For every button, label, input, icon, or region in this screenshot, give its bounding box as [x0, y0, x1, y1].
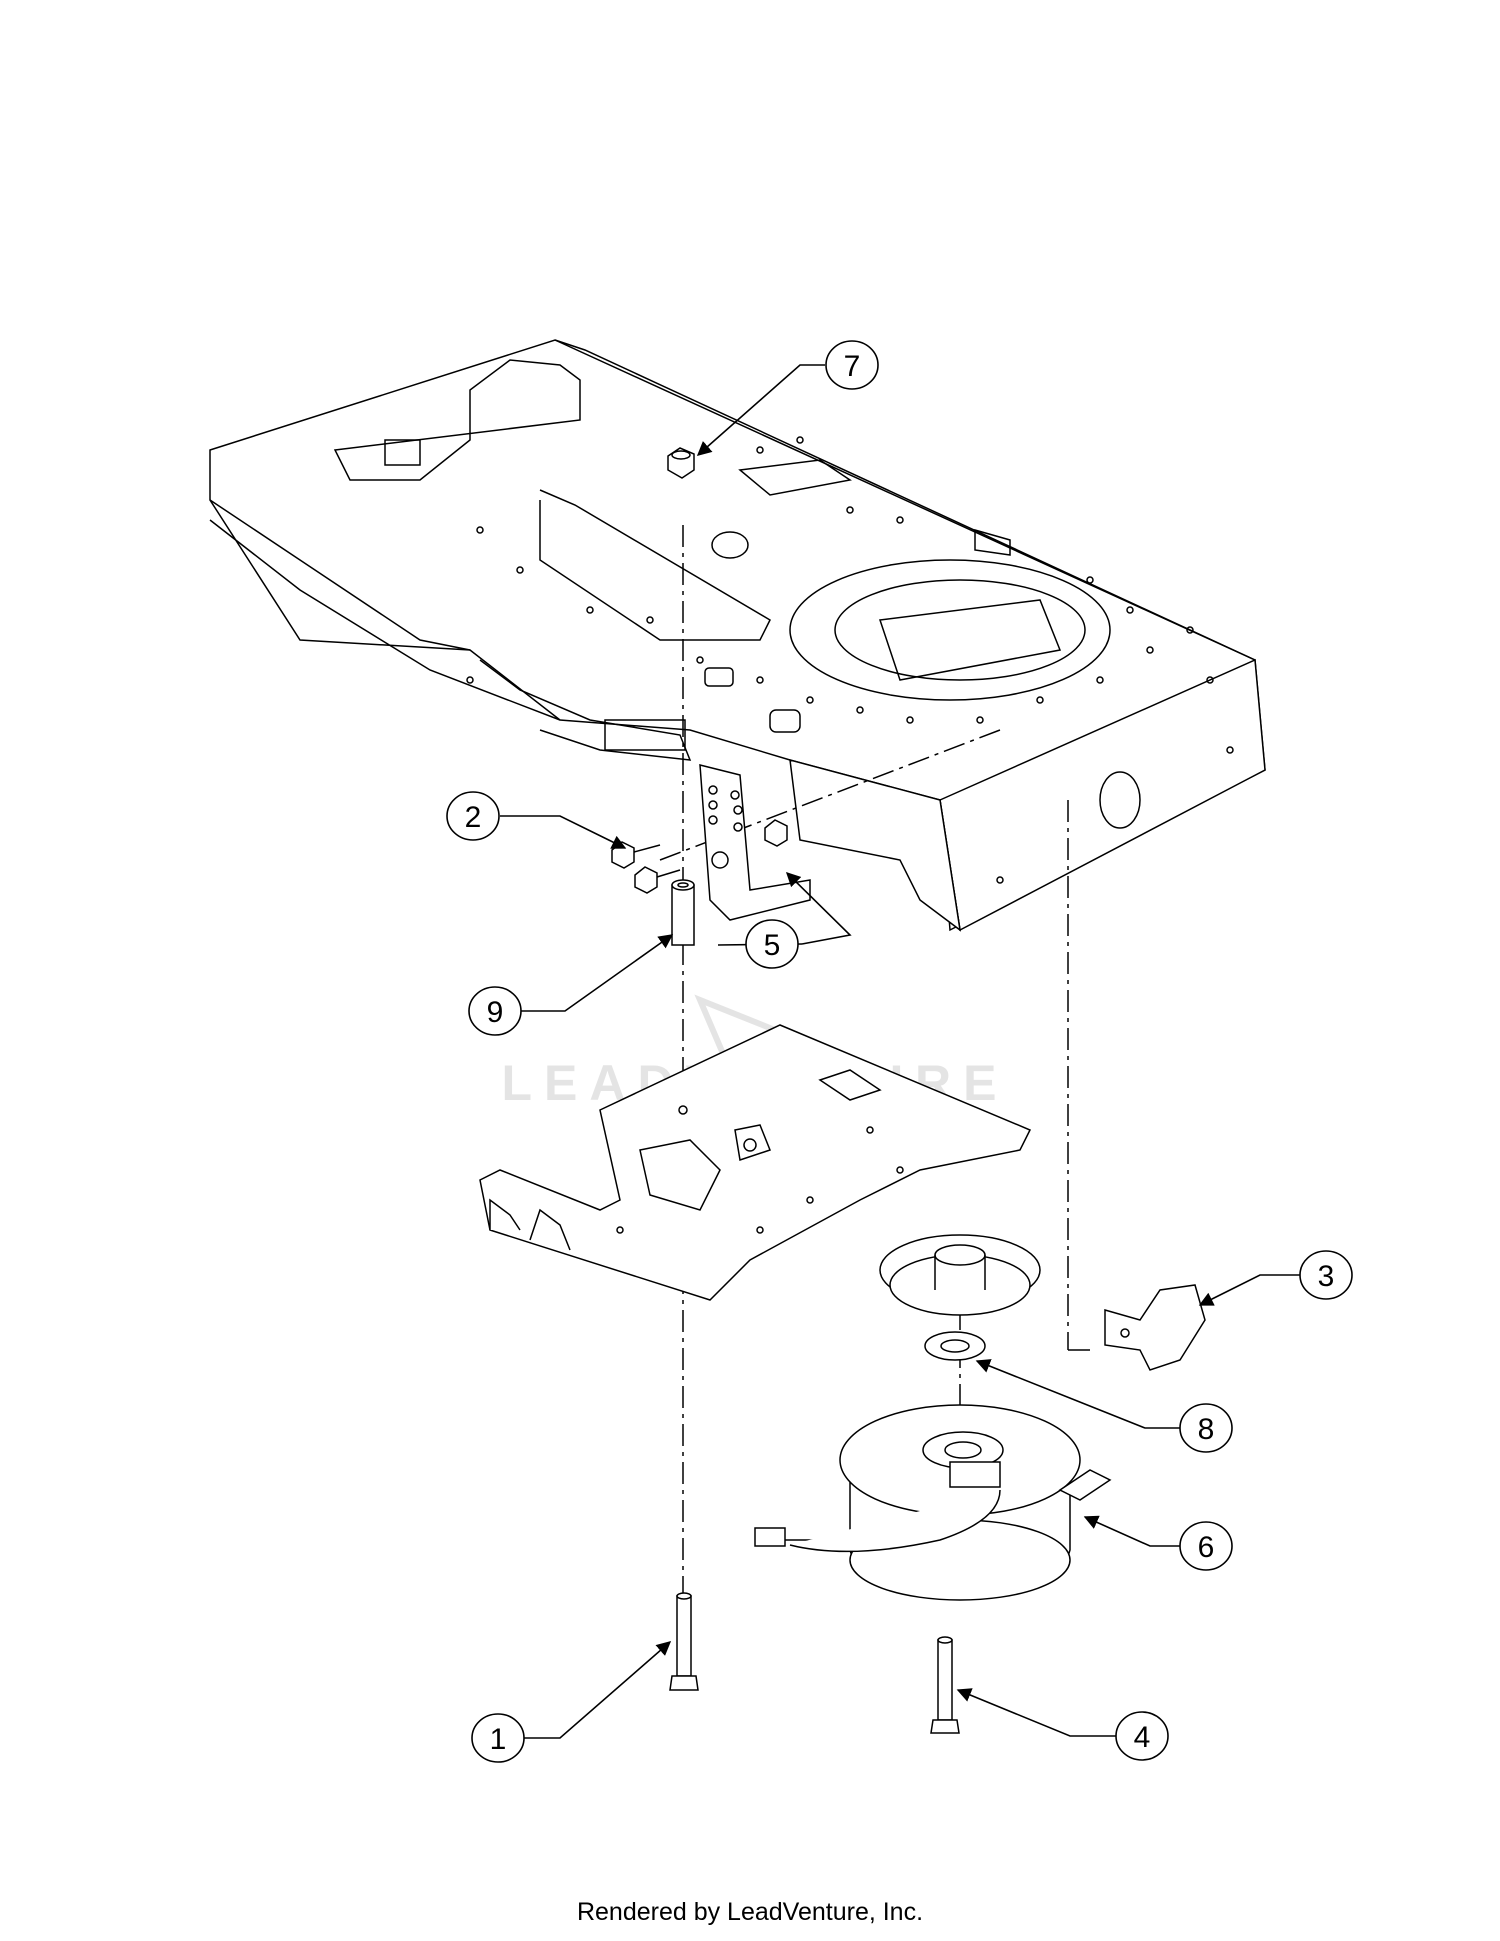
callout-2-label: 2	[465, 801, 482, 834]
callout-5-label: 5	[764, 929, 781, 962]
idler-pulley	[880, 1235, 1040, 1315]
bolt-pair	[612, 820, 787, 893]
callout-9: 9	[468, 986, 522, 1036]
callout-3: 3	[1299, 1250, 1353, 1300]
stop-bracket	[1105, 1285, 1205, 1370]
callout-9-label: 9	[487, 996, 504, 1029]
callout-1-label: 1	[490, 1723, 507, 1756]
mounting-plate	[480, 1025, 1030, 1300]
callout-5: 5	[745, 919, 799, 969]
hex-bolt-clutch	[931, 1637, 959, 1733]
spacer-tube	[672, 880, 694, 945]
callout-4-label: 4	[1134, 1721, 1151, 1754]
callout-6: 6	[1179, 1521, 1233, 1571]
callout-6-label: 6	[1198, 1531, 1215, 1564]
render-credit: Rendered by LeadVenture, Inc.	[576, 1898, 924, 1926]
callout-4: 4	[1115, 1711, 1169, 1761]
callout-7-label: 7	[844, 350, 861, 383]
tractor-frame	[210, 340, 1265, 930]
callout-leaders	[500, 364, 1300, 1739]
hex-bolt-long	[670, 1593, 698, 1690]
callout-8: 8	[1179, 1403, 1233, 1453]
washer	[925, 1332, 985, 1360]
callout-3-label: 3	[1318, 1260, 1335, 1293]
callout-1: 1	[471, 1713, 525, 1763]
bracket	[700, 765, 810, 920]
callout-7: 7	[825, 340, 879, 390]
flange-nut	[668, 448, 694, 478]
callout-2: 2	[446, 791, 500, 841]
callout-8-label: 8	[1198, 1413, 1215, 1446]
pto-clutch	[755, 1405, 1110, 1600]
